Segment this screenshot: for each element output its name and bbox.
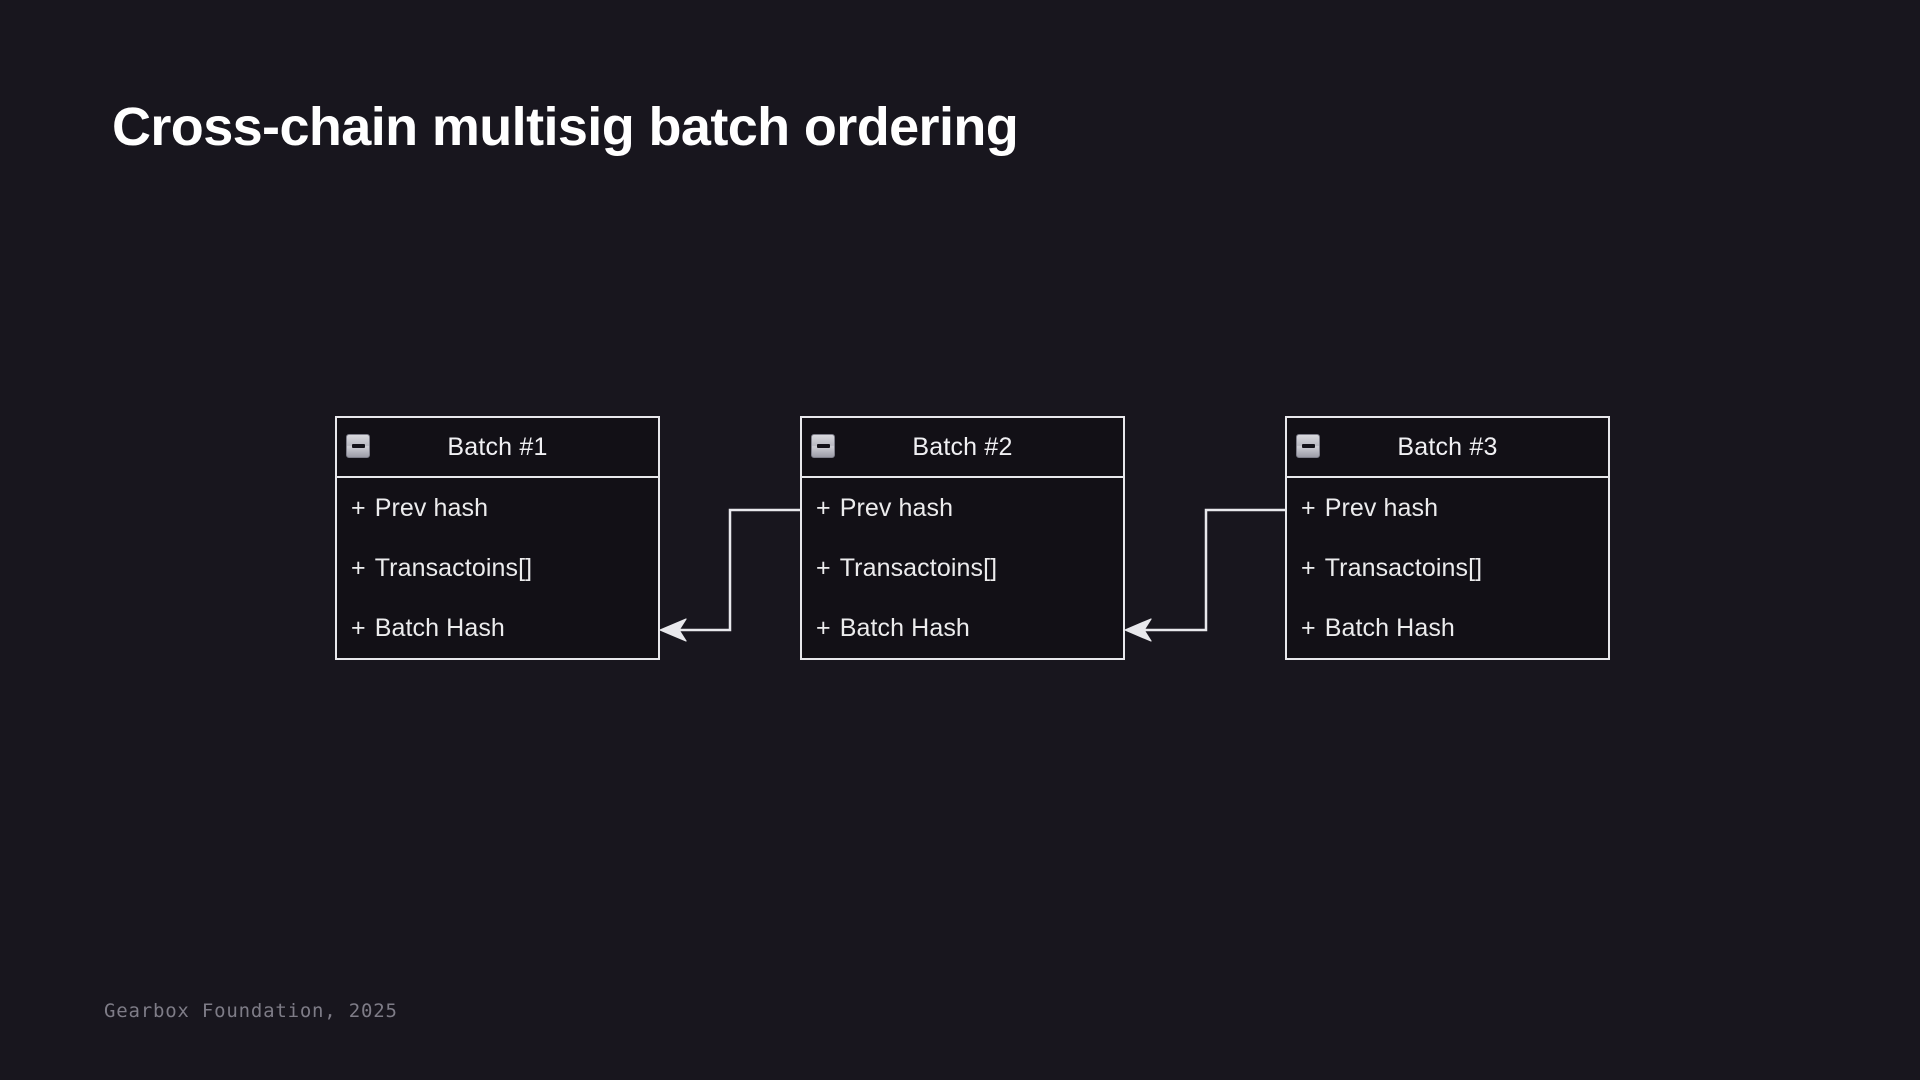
collapse-minus-icon[interactable] [346, 434, 370, 458]
attribute-label: Transactoins[] [1324, 553, 1483, 582]
collapse-minus-icon[interactable] [1296, 434, 1320, 458]
collapse-minus-icon[interactable] [811, 434, 835, 458]
uml-box-body: + Prev hash + Transactoins[] + Batch Has… [1287, 478, 1608, 658]
uml-class-box-batch-1[interactable]: Batch #1 + Prev hash + Transactoins[] + … [335, 416, 660, 660]
uml-box-title: Batch #2 [912, 432, 1013, 461]
uml-box-title: Batch #1 [447, 432, 548, 461]
uml-box-header: Batch #3 [1287, 418, 1608, 478]
connector-batch2-to-batch1 [659, 508, 800, 642]
page-title: Cross-chain multisig batch ordering [112, 97, 1019, 157]
connector-batch3-to-batch2 [1124, 508, 1285, 642]
visibility-marker: + [1301, 553, 1316, 582]
uml-attribute-row: + Batch Hash [802, 598, 1123, 658]
visibility-marker: + [816, 553, 831, 582]
attribute-label: Prev hash [1324, 493, 1439, 522]
attribute-label: Transactoins[] [839, 553, 998, 582]
visibility-marker: + [351, 553, 366, 582]
attribute-label: Batch Hash [1324, 613, 1455, 642]
uml-class-box-batch-2[interactable]: Batch #2 + Prev hash + Transactoins[] + … [800, 416, 1125, 660]
uml-box-header: Batch #1 [337, 418, 658, 478]
uml-attribute-row: + Transactoins[] [337, 538, 658, 598]
attribute-label: Batch Hash [374, 613, 505, 642]
uml-attribute-row: + Prev hash [802, 478, 1123, 538]
uml-attribute-row: + Transactoins[] [802, 538, 1123, 598]
attribute-label: Prev hash [839, 493, 954, 522]
uml-box-body: + Prev hash + Transactoins[] + Batch Has… [802, 478, 1123, 658]
footer-attribution: Gearbox Foundation, 2025 [104, 1000, 398, 1022]
uml-box-body: + Prev hash + Transactoins[] + Batch Has… [337, 478, 658, 658]
uml-attribute-row: + Prev hash [337, 478, 658, 538]
uml-attribute-row: + Prev hash [1287, 478, 1608, 538]
uml-class-box-batch-3[interactable]: Batch #3 + Prev hash + Transactoins[] + … [1285, 416, 1610, 660]
attribute-label: Transactoins[] [374, 553, 533, 582]
attribute-label: Batch Hash [839, 613, 970, 642]
visibility-marker: + [816, 613, 831, 642]
visibility-marker: + [1301, 613, 1316, 642]
uml-attribute-row: + Batch Hash [1287, 598, 1608, 658]
attribute-label: Prev hash [374, 493, 489, 522]
uml-attribute-row: + Batch Hash [337, 598, 658, 658]
uml-attribute-row: + Transactoins[] [1287, 538, 1608, 598]
visibility-marker: + [351, 613, 366, 642]
visibility-marker: + [351, 493, 366, 522]
uml-box-title: Batch #3 [1397, 432, 1498, 461]
visibility-marker: + [1301, 493, 1316, 522]
visibility-marker: + [816, 493, 831, 522]
uml-box-header: Batch #2 [802, 418, 1123, 478]
